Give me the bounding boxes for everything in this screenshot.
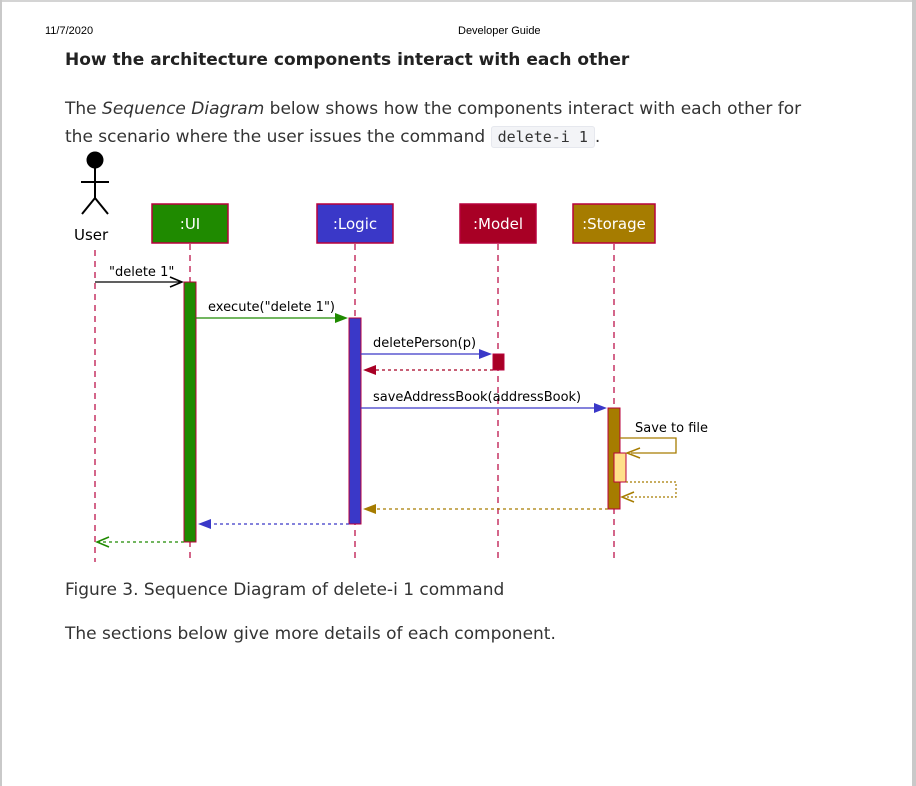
closing-paragraph: The sections below give more details of … bbox=[65, 624, 556, 644]
ui-participant: :UI bbox=[151, 203, 229, 244]
return-logic-to-ui bbox=[198, 519, 349, 529]
figure-caption: Figure 3. Sequence Diagram of delete-i 1… bbox=[65, 580, 505, 600]
logic-participant: :Logic bbox=[316, 203, 394, 244]
ui-participant-label: :UI bbox=[180, 215, 200, 233]
message-user-to-ui: "delete 1" bbox=[95, 265, 184, 288]
message-ui-to-logic-label: execute("delete 1") bbox=[208, 300, 335, 315]
model-participant-label: :Model bbox=[473, 215, 523, 233]
message-logic-to-model: deletePerson(p) bbox=[361, 336, 492, 359]
return-storage-self bbox=[620, 481, 677, 503]
logic-activation-bar bbox=[348, 317, 362, 525]
return-model-to-logic bbox=[363, 365, 493, 375]
actor-label: User bbox=[74, 226, 109, 244]
model-activation-bar bbox=[492, 353, 505, 371]
message-user-to-ui-label: "delete 1" bbox=[109, 265, 174, 280]
message-storage-self: Save to file bbox=[620, 421, 708, 459]
storage-self-activation bbox=[613, 452, 627, 483]
intro-text-1: The bbox=[65, 99, 103, 119]
intro-paragraph: The Sequence Diagram below shows how the… bbox=[65, 95, 825, 151]
intro-text-3: . bbox=[594, 127, 601, 147]
ui-activation-bar bbox=[183, 281, 197, 543]
print-date: 11/7/2020 bbox=[45, 25, 94, 37]
page-edge-right bbox=[912, 0, 916, 786]
return-ui-to-user bbox=[95, 536, 184, 548]
intro-emphasis: Sequence Diagram bbox=[102, 99, 265, 119]
storage-participant: :Storage bbox=[572, 203, 656, 244]
page-edge-top bbox=[0, 0, 916, 2]
model-participant: :Model bbox=[459, 203, 537, 244]
section-heading: How the architecture components interact… bbox=[65, 50, 630, 70]
message-storage-self-label: Save to file bbox=[635, 421, 708, 436]
page-edge-left bbox=[0, 0, 2, 786]
message-logic-to-storage: saveAddressBook(addressBook) bbox=[361, 390, 607, 413]
message-logic-to-storage-label: saveAddressBook(addressBook) bbox=[373, 390, 581, 405]
return-storage-to-logic bbox=[363, 504, 608, 514]
user-actor-icon bbox=[81, 151, 109, 215]
storage-participant-label: :Storage bbox=[582, 215, 646, 233]
logic-participant-label: :Logic bbox=[333, 215, 377, 233]
intro-text-2: below shows how the components interact … bbox=[65, 99, 802, 147]
message-logic-to-model-label: deletePerson(p) bbox=[373, 336, 476, 351]
inline-code: delete-i 1 bbox=[490, 126, 595, 148]
message-ui-to-logic: execute("delete 1") bbox=[196, 300, 348, 323]
print-title: Developer Guide bbox=[458, 25, 541, 37]
